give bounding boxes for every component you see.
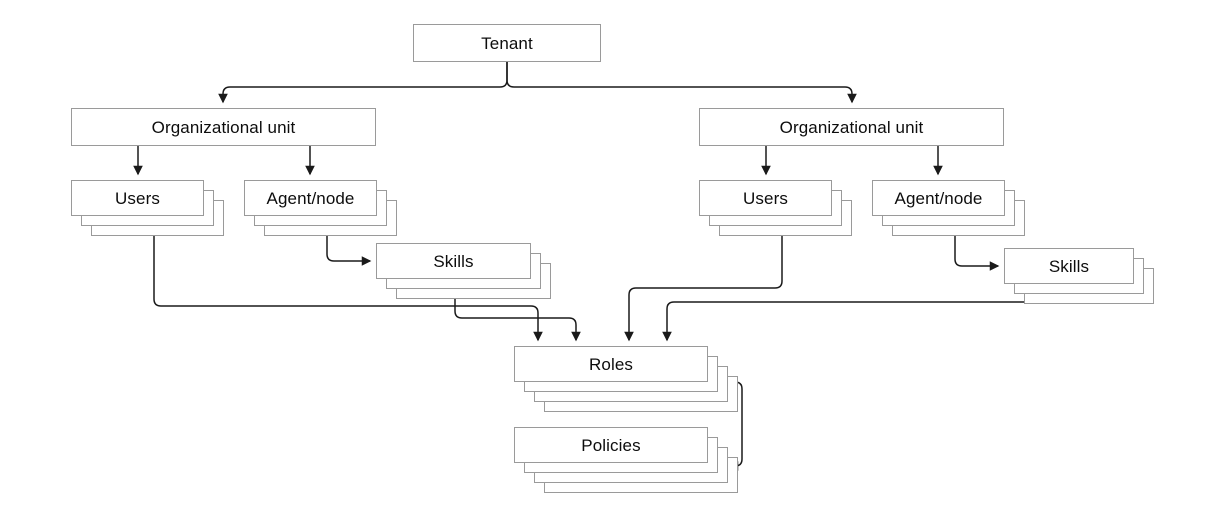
edge-tenant-to-org-left [218, 62, 508, 104]
node-org-unit-right[interactable]: Organizational unit [699, 108, 1004, 146]
node-roles-card: Roles [514, 346, 708, 382]
node-policies-card: Policies [514, 427, 708, 463]
edge-agent-right-to-skills-right [954, 236, 1000, 271]
node-skills-right[interactable]: Skills [1004, 248, 1154, 304]
node-agent-node-left-label: Agent/node [266, 188, 355, 208]
node-skills-left-card: Skills [376, 243, 531, 279]
node-users-right[interactable]: Users [699, 180, 852, 236]
edge-agent-left-to-skills-left [326, 236, 372, 266]
node-users-right-label: Users [743, 188, 788, 208]
node-policies-label: Policies [581, 435, 641, 455]
edge-tenant-to-org-right [506, 62, 857, 104]
node-policies[interactable]: Policies [514, 427, 738, 493]
node-org-unit-left-card: Organizational unit [71, 108, 376, 146]
node-agent-node-right-card: Agent/node [872, 180, 1005, 216]
edge-users-right-to-roles [624, 236, 783, 342]
node-agent-node-left-card: Agent/node [244, 180, 377, 216]
node-agent-node-left[interactable]: Agent/node [244, 180, 397, 236]
node-users-right-card: Users [699, 180, 832, 216]
node-users-left[interactable]: Users [71, 180, 224, 236]
node-tenant[interactable]: Tenant [413, 24, 601, 62]
node-org-unit-right-card: Organizational unit [699, 108, 1004, 146]
node-org-unit-left[interactable]: Organizational unit [71, 108, 376, 146]
node-skills-left-label: Skills [433, 251, 474, 271]
node-skills-right-label: Skills [1048, 256, 1090, 276]
node-skills-left[interactable]: Skills [376, 243, 551, 299]
node-tenant-label: Tenant [481, 33, 533, 53]
node-roles-label: Roles [589, 354, 633, 374]
node-skills-right-card: Skills [1004, 248, 1134, 284]
node-agent-node-right-label: Agent/node [894, 188, 983, 208]
node-agent-node-right[interactable]: Agent/node [872, 180, 1025, 236]
node-org-unit-left-label: Organizational unit [151, 117, 296, 137]
edge-skills-left-to-roles [454, 299, 581, 342]
node-users-left-card: Users [71, 180, 204, 216]
node-org-unit-right-label: Organizational unit [779, 117, 924, 137]
node-tenant-card: Tenant [413, 24, 601, 62]
node-users-left-label: Users [115, 188, 160, 208]
node-roles[interactable]: Roles [514, 346, 738, 412]
